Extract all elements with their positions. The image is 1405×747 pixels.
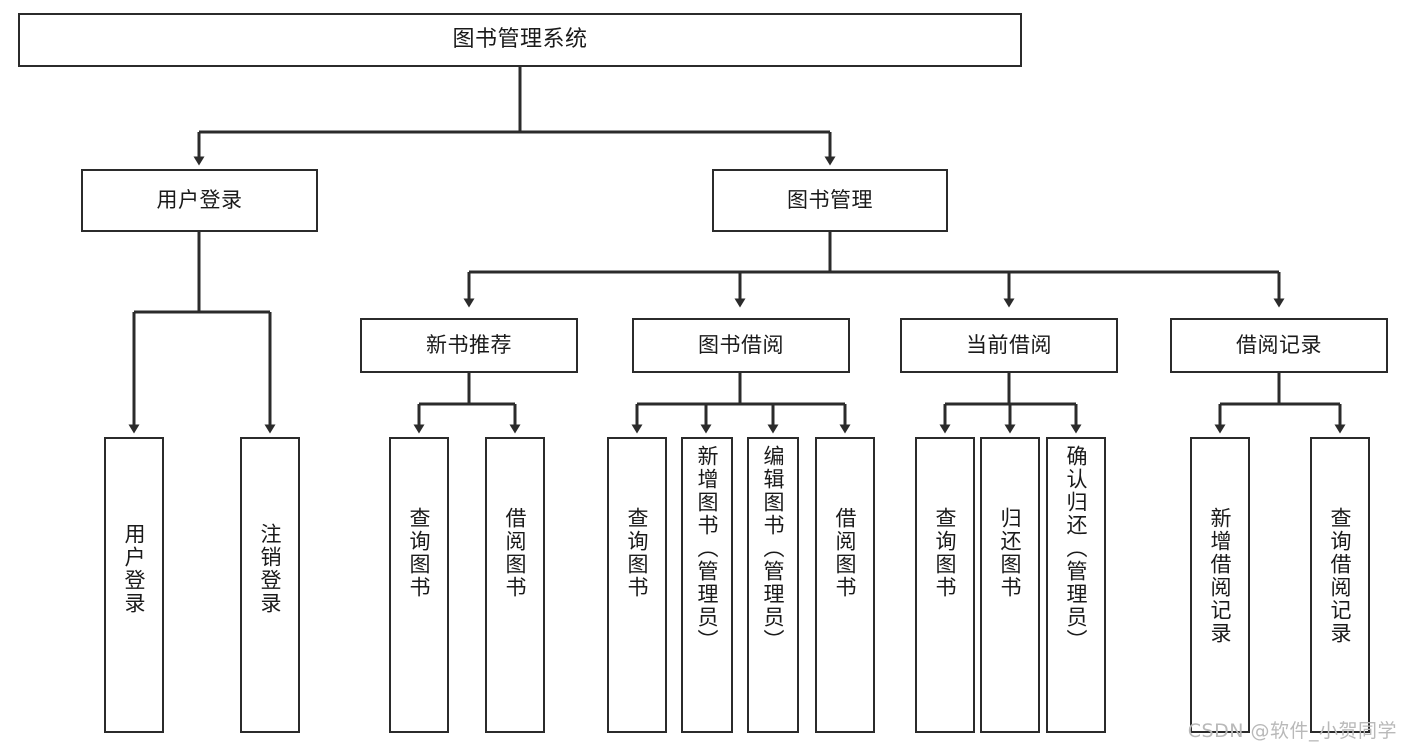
leaf-borrow-books[interactable]: 借阅图书	[815, 437, 875, 733]
node-label: 归还图书	[998, 507, 1023, 599]
node-book-borrowing[interactable]: 图书借阅	[632, 318, 850, 373]
node-label: 注销登录	[258, 523, 283, 615]
node-new-book-recommendation[interactable]: 新书推荐	[360, 318, 578, 373]
leaf-query-books-current[interactable]: 查询图书	[915, 437, 975, 733]
leaf-query-books-recommend[interactable]: 查询图书	[389, 437, 449, 733]
node-label: 新书推荐	[426, 333, 512, 358]
node-label: 查询图书	[933, 507, 958, 599]
node-label: 图书管理系统	[452, 27, 588, 53]
node-user-login[interactable]: 用户登录	[81, 169, 318, 232]
node-label: 用户登录	[156, 188, 243, 213]
node-current-borrowing[interactable]: 当前借阅	[900, 318, 1118, 373]
node-root-system[interactable]: 图书管理系统	[18, 13, 1022, 67]
node-label: 新增图书（管理员）	[695, 445, 720, 652]
node-label: 查询借阅记录	[1328, 507, 1353, 645]
leaf-return-books[interactable]: 归还图书	[980, 437, 1040, 733]
leaf-user-login[interactable]: 用户登录	[104, 437, 164, 733]
leaf-add-borrow-record[interactable]: 新增借阅记录	[1190, 437, 1250, 733]
node-label: 新增借阅记录	[1208, 507, 1233, 645]
node-label: 借阅图书	[503, 507, 528, 599]
node-label: 编辑图书（管理员）	[761, 445, 786, 652]
node-label: 查询图书	[407, 507, 432, 599]
node-label: 图书借阅	[698, 333, 784, 358]
leaf-borrow-books-recommend[interactable]: 借阅图书	[485, 437, 545, 733]
node-label: 当前借阅	[966, 333, 1052, 358]
leaf-query-books-borrow[interactable]: 查询图书	[607, 437, 667, 733]
node-borrow-records[interactable]: 借阅记录	[1170, 318, 1388, 373]
leaf-logout[interactable]: 注销登录	[240, 437, 300, 733]
node-label: 借阅图书	[833, 507, 858, 599]
node-label: 查询图书	[625, 507, 650, 599]
node-label: 确认归还（管理员）	[1064, 445, 1089, 652]
leaf-add-book-admin[interactable]: 新增图书（管理员）	[681, 437, 733, 733]
node-label: 用户登录	[122, 523, 147, 615]
leaf-edit-book-admin[interactable]: 编辑图书（管理员）	[747, 437, 799, 733]
leaf-query-borrow-record[interactable]: 查询借阅记录	[1310, 437, 1370, 733]
leaf-confirm-return-admin[interactable]: 确认归还（管理员）	[1046, 437, 1106, 733]
node-book-management[interactable]: 图书管理	[712, 169, 948, 232]
node-label: 借阅记录	[1236, 333, 1322, 358]
watermark: CSDN @软件_小贺同学	[1187, 720, 1397, 742]
node-label: 图书管理	[787, 188, 873, 213]
